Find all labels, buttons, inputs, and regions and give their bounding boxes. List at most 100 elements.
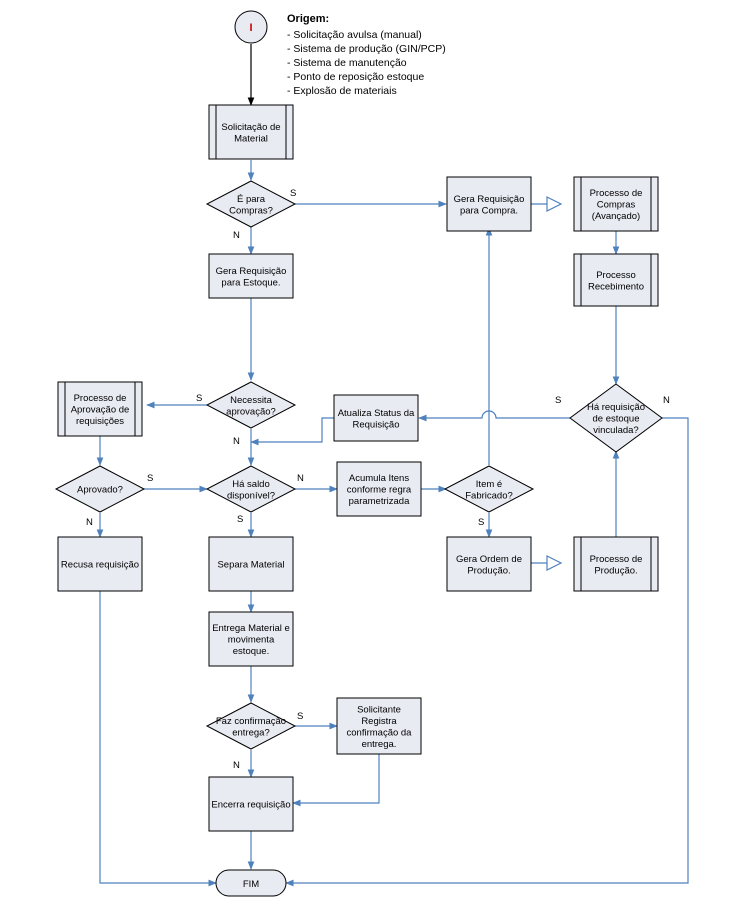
- node-shape: [573, 253, 659, 307]
- edge-vinc-fim: [285, 417, 689, 887]
- origin-item: - Explosão de materiais: [287, 85, 397, 97]
- node-label: Aprovado?: [77, 485, 123, 496]
- node-label: Separa Material: [217, 560, 284, 571]
- edge-label: S: [196, 393, 202, 404]
- node-label: Processo: [596, 270, 636, 281]
- node-shape: [573, 176, 659, 232]
- edge-label: N: [86, 517, 93, 528]
- edge-recusa-fim: [99, 590, 217, 887]
- node-shape: [569, 383, 663, 453]
- node-shape: [333, 394, 419, 442]
- origin-item: - Ponto de reposição estoque: [287, 71, 424, 83]
- node-label: Processo de: [590, 554, 643, 565]
- node-separa: Separa Material: [208, 536, 294, 592]
- node-label: parametrizada: [349, 496, 410, 507]
- node-label: Recebimento: [588, 281, 644, 292]
- node-label: Produção.: [594, 565, 637, 576]
- edge-label: N: [233, 230, 240, 241]
- connector-triangle-compras: [546, 196, 563, 212]
- node-label: entrega.: [362, 739, 397, 750]
- node-label: Processo de: [74, 393, 127, 404]
- origin-item: - Sistema de manutenção: [287, 57, 407, 69]
- node-shape: [205, 381, 297, 429]
- node-label: Item é: [476, 479, 502, 490]
- start-node: I: [234, 10, 268, 44]
- node-shape: [205, 180, 297, 228]
- node-shape: [573, 536, 659, 592]
- node-label: Produção.: [467, 565, 510, 576]
- node-shape: [208, 536, 294, 592]
- node-label: vinculada?: [593, 425, 638, 436]
- node-label: É para: [237, 194, 266, 205]
- start-label: I: [249, 22, 252, 34]
- origin-legend: Origem: - Solicitação avulsa (manual) - …: [287, 13, 446, 97]
- node-shape: [57, 381, 143, 437]
- node-label: Material: [234, 133, 268, 144]
- edge-label: S: [147, 473, 153, 484]
- edge-vinc-atualiza: [418, 410, 570, 422]
- node-shape: [208, 104, 294, 160]
- node-label: de estoque: [592, 414, 639, 425]
- edge-label: N: [233, 760, 240, 771]
- node-label: Há saldo: [232, 479, 270, 490]
- node-label: Gera Requisição: [216, 266, 287, 277]
- node-shape: [336, 697, 422, 755]
- node-label: Requisição: [353, 419, 400, 430]
- node-label: disponível?: [227, 490, 275, 501]
- node-aprovado: Aprovado?: [54, 465, 146, 513]
- node-label: entrega?: [232, 727, 270, 738]
- node-label: Aprovação de: [71, 405, 130, 416]
- edge-label: S: [237, 514, 243, 525]
- node-shape: [446, 176, 532, 232]
- node-label: para Compra.: [460, 205, 518, 216]
- node-label: requisições: [76, 416, 124, 427]
- origin-item: - Solicitação avulsa (manual): [287, 29, 422, 41]
- node-label: Solicitante: [357, 704, 401, 715]
- node-label: Gera Ordem de: [456, 554, 522, 565]
- node-shape: [57, 536, 143, 592]
- node-label: Acumula Itens: [349, 473, 409, 484]
- node-shape: [54, 465, 146, 513]
- node-label: Processo de: [590, 188, 643, 199]
- node-label: Atualiza Status da: [338, 408, 415, 419]
- node-label: para Estoque.: [221, 277, 280, 288]
- node-encerra: Encerra requisição: [208, 776, 294, 832]
- node-shape: [443, 465, 535, 513]
- node-label: Gera Requisição: [454, 194, 525, 205]
- origin-item: - Sistema de produção (GIN/PCP): [287, 43, 446, 55]
- connectors: [96, 44, 689, 887]
- edge-label: S: [290, 188, 296, 199]
- node-label: Faz confirmação: [216, 716, 286, 727]
- node-shape: [205, 465, 297, 513]
- edge-label: S: [555, 395, 561, 406]
- node-label: estoque.: [233, 646, 269, 657]
- edge-label: N: [297, 473, 304, 484]
- node-shape: [208, 776, 294, 832]
- end-label: FIM: [243, 879, 259, 890]
- edge-labels: S N S N S N N S S S N S N: [86, 188, 670, 771]
- edge-atualiza-saldo: [250, 417, 334, 446]
- node-recusa: Recusa requisição: [57, 536, 143, 592]
- node-label: aprovação?: [226, 406, 276, 417]
- node-label: Necessita: [230, 395, 272, 406]
- connector-triangle-producao: [546, 555, 563, 571]
- node-label: Há requisição: [587, 402, 645, 413]
- node-shape: [208, 611, 294, 667]
